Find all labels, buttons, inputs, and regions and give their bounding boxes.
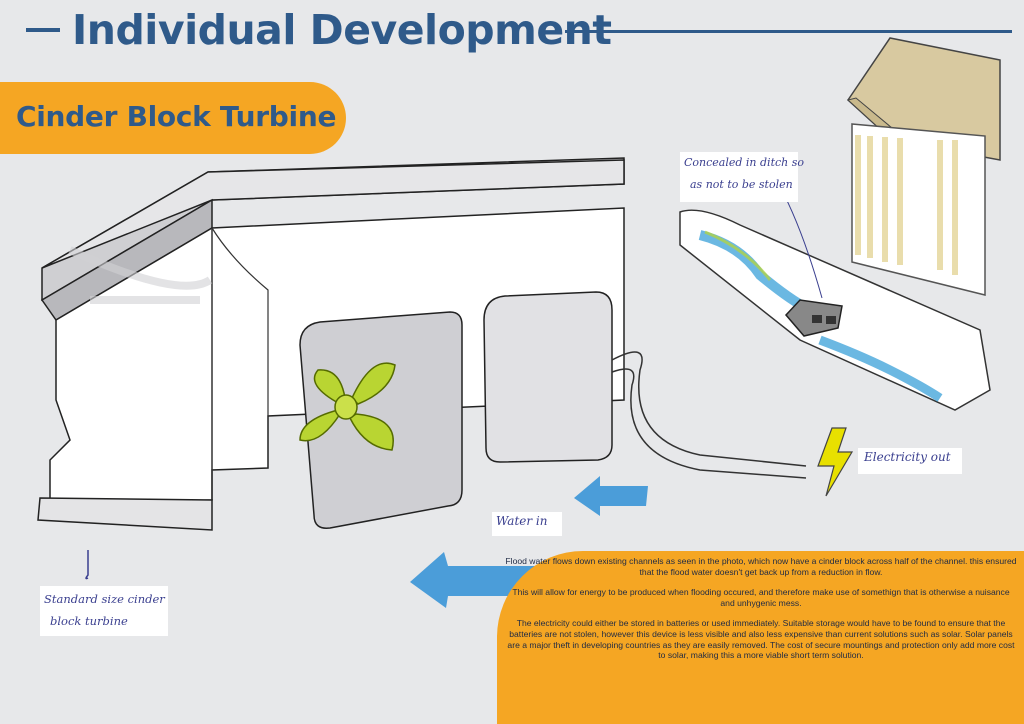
ditch-sketch (679, 177, 991, 411)
section-title: Cinder Block Turbine (16, 100, 337, 133)
concealed-note-line2: as not to be stolen (690, 178, 793, 191)
lightning-icon (817, 427, 854, 497)
description-paragraph: This will allow for energy to be produce… (512, 587, 1010, 608)
water-note: Water in (496, 514, 548, 528)
standard-note-line1: Standard size cinder (44, 592, 165, 606)
water-note-card (492, 512, 562, 536)
standard-note-line2: block turbine (50, 614, 128, 628)
standard-note-card (40, 586, 168, 636)
description-text: Flood water flows down existing channels… (505, 556, 1017, 671)
electricity-note-card (858, 448, 962, 474)
concealed-note-card (680, 152, 798, 202)
description-paragraph: Flood water flows down existing channels… (505, 556, 1017, 577)
electricity-note: Electricity out (864, 450, 951, 464)
title-rule (565, 30, 1012, 33)
concealed-note-line1: Concealed in ditch so (684, 156, 805, 169)
house-sketch (846, 37, 1001, 296)
title-dash (26, 28, 60, 32)
section-banner: Cinder Block Turbine (0, 82, 346, 154)
turbine-fan (299, 362, 396, 451)
cinder-block-sketch (37, 157, 625, 531)
page-title: Individual Development (72, 6, 612, 54)
page-header: Individual Development (24, 4, 1012, 60)
description-panel (497, 551, 1024, 724)
description-paragraph: The electricity could either be stored i… (507, 618, 1015, 661)
